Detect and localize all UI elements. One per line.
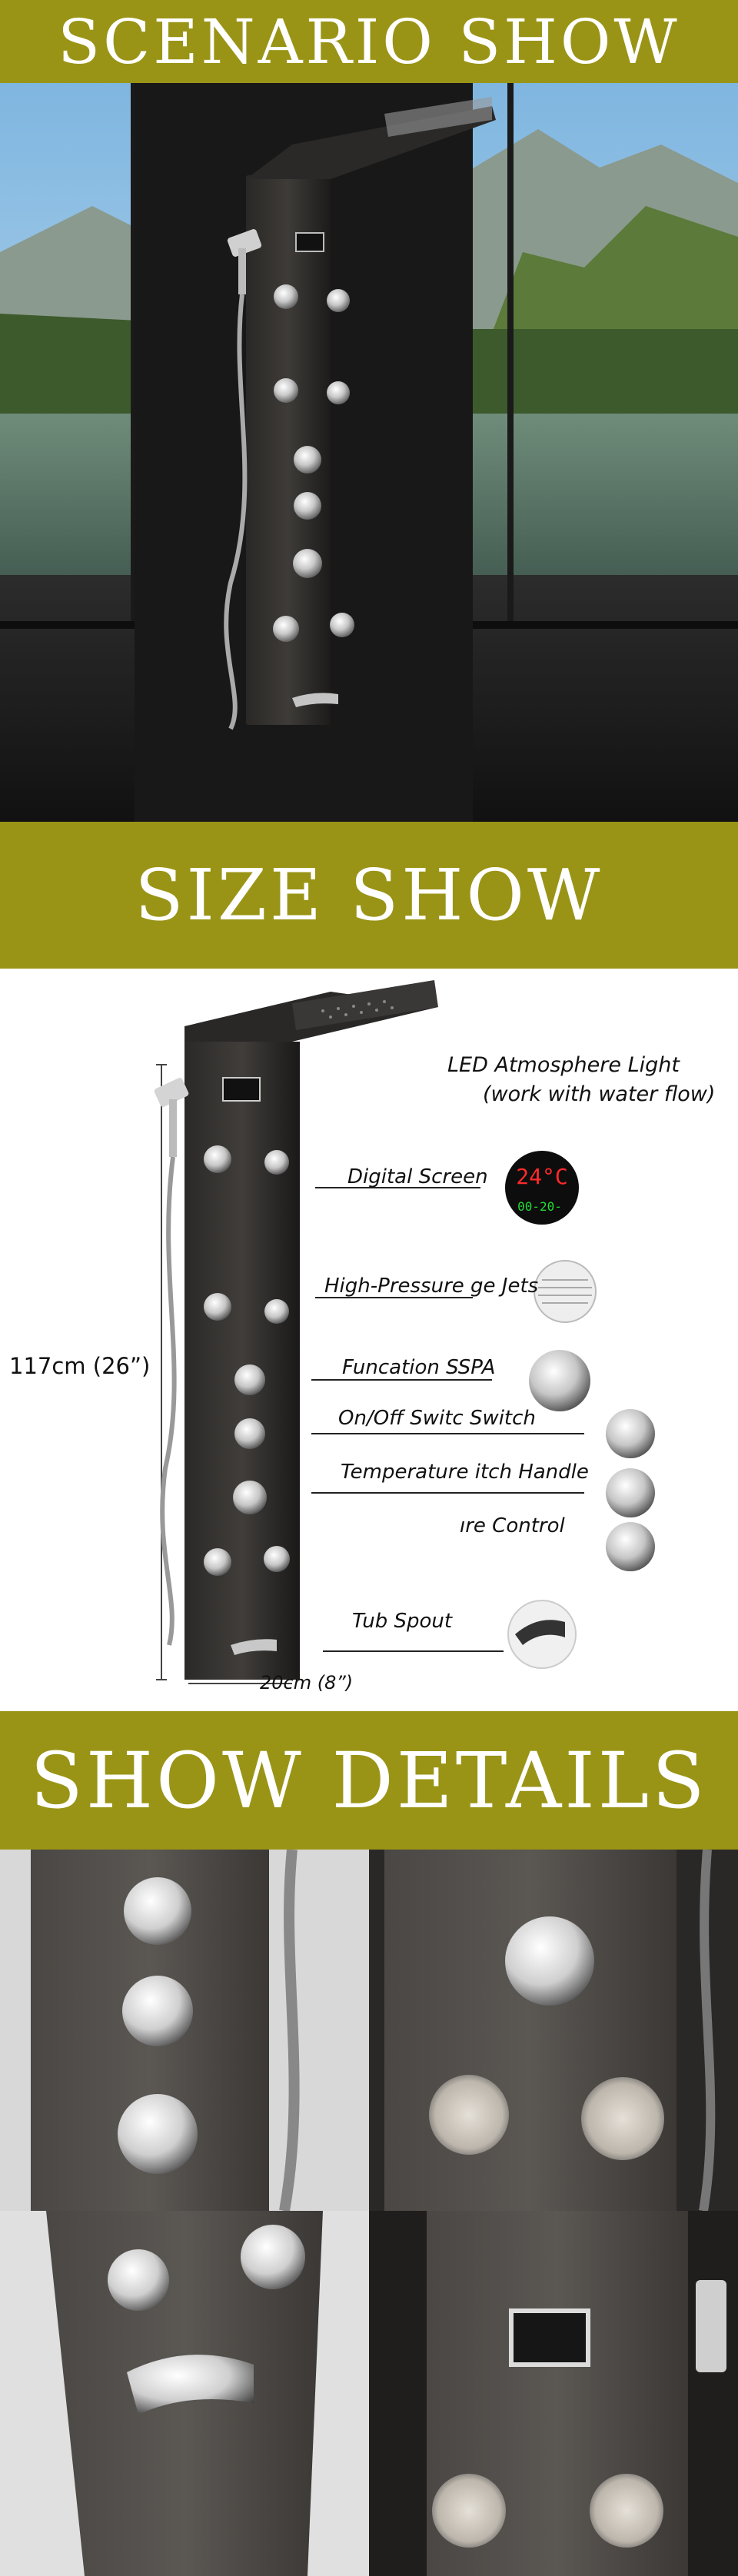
tub-spout-icon [507, 1600, 577, 1669]
scenario-photo [0, 83, 738, 822]
led-atmosphere-label: LED Atmosphere Light [447, 1053, 680, 1077]
details-illustration [0, 1850, 738, 2576]
tub-spout-icon [127, 2355, 254, 2415]
show-details-title: SHOW DETAILS [30, 1735, 708, 1826]
size-show-banner: SIZE SHOW [0, 822, 738, 969]
detail-display-photo [369, 2211, 738, 2576]
rain-shower-head-icon [321, 1000, 394, 1019]
details-photo-grid [0, 1850, 738, 2576]
onoff-switch-label: On/Off Switc Switch [338, 1407, 536, 1430]
shower-panel-icon [246, 97, 496, 725]
control-knob-icon [606, 1522, 655, 1571]
svg-text:00-20-: 00-20- [517, 1199, 562, 1214]
jets-label: High-Pressure ge Jets [324, 1275, 539, 1298]
detail-knobs-photo [0, 1850, 369, 2212]
control-knob-icon [606, 1409, 655, 1458]
digital-display-icon [509, 2308, 590, 2367]
massage-jet-icon [534, 1260, 597, 1323]
scenario-show-title: SCENARIO SHOW [58, 5, 680, 78]
size-diagram-illustration: 24°C 00-20- [154, 980, 655, 1684]
svg-text:24°C: 24°C [516, 1164, 567, 1189]
digital-display-icon: 24°C 00-20- [505, 1151, 579, 1225]
led-atmosphere-note: (work with water flow) [483, 1082, 716, 1106]
scenario-show-banner: SCENARIO SHOW [0, 0, 738, 83]
tub-spout-label: Tub Spout [352, 1610, 453, 1633]
shower-scene-illustration [0, 83, 738, 822]
size-show-title: SIZE SHOW [135, 854, 603, 936]
height-dimension-label: 117cm (26”) [9, 1353, 151, 1379]
show-details-banner: SHOW DETAILS [0, 1711, 738, 1850]
tub-spout-icon [231, 1639, 277, 1655]
detail-jets-photo [369, 1850, 738, 2212]
hand-shower-icon [154, 1078, 189, 1646]
control-knob-icon [529, 1350, 590, 1411]
control-knob-icon [606, 1468, 655, 1517]
size-diagram: 24°C 00-20- 117cm (26”) 20cm (8”) LED At… [0, 969, 738, 1711]
control-label: ıre Control [460, 1514, 565, 1537]
hand-shower-icon [224, 229, 262, 730]
width-dimension-label: 20cm (8”) [260, 1672, 354, 1694]
digital-screen-label: Digital Screen [347, 1165, 488, 1188]
detail-spout-photo [0, 2211, 369, 2576]
control-knob-icon [234, 1364, 265, 1395]
temperature-label: Temperature itch Handle [341, 1461, 589, 1484]
shower-panel-icon [184, 980, 438, 1680]
spa-label: Funcation SSPA [342, 1356, 496, 1379]
